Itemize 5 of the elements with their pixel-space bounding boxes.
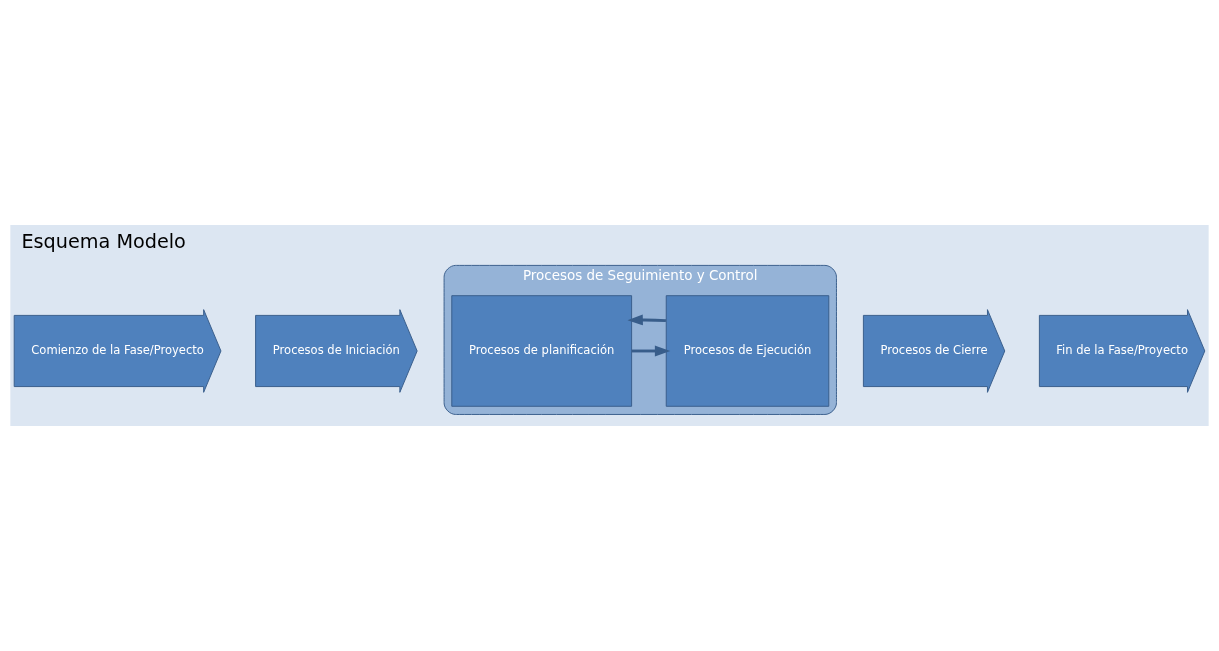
diagram-title: Esquema Modelo xyxy=(21,230,186,254)
arrow xyxy=(627,314,666,326)
node-box: Procesos de Ejecución xyxy=(665,295,830,407)
node-box: Procesos de planificación xyxy=(451,295,633,407)
arrow xyxy=(631,345,671,357)
